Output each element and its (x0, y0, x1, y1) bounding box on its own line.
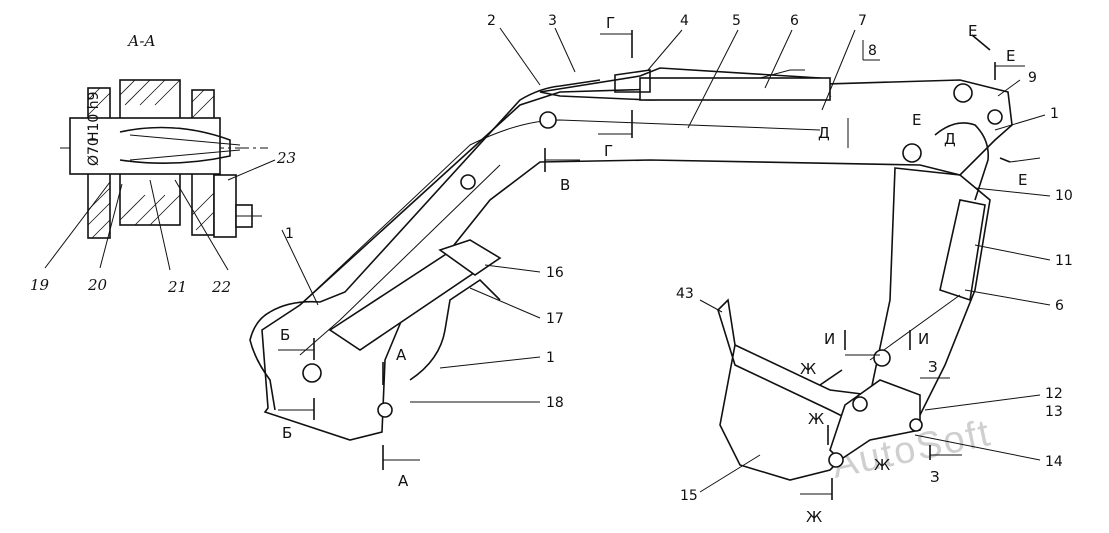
section-e-2: Е (1006, 47, 1015, 65)
section-marks: Г Г Е Е Е Е Д Д В Б Б А А (278, 14, 1041, 526)
boom-cylinder (539, 67, 832, 101)
callout-12: 12 (1045, 386, 1063, 402)
section-a-1: А (396, 346, 407, 364)
boom-assembly (261, 79, 1013, 441)
section-d-1: Д (818, 124, 830, 142)
callout-7: 7 (858, 13, 867, 29)
hydraulic-hose (249, 79, 990, 411)
section-g-top: Г (606, 14, 615, 32)
callout-16: 16 (546, 265, 564, 281)
detail-section-a-a: А-А Ø70 Н10 h9 (30, 32, 296, 296)
section-e-3: Е (912, 111, 921, 129)
section-i-2: И (918, 330, 929, 348)
lift-cylinder (328, 174, 502, 351)
callout-21: 21 (167, 278, 187, 296)
section-zh-2: Ж (808, 410, 824, 428)
section-z-2: З (930, 468, 940, 486)
callout-6b: 6 (1055, 298, 1064, 314)
section-d-2: Д (944, 130, 956, 148)
section-i-1: И (824, 330, 835, 348)
callout-19: 19 (30, 276, 50, 294)
section-b-1: Б (280, 326, 290, 344)
detail-title: А-А (127, 32, 156, 50)
callout-23: 23 (276, 149, 296, 167)
callout-43: 43 (676, 286, 694, 302)
callout-15: 15 (680, 488, 698, 504)
callout-3: 3 (548, 13, 557, 29)
callout-4: 4 (680, 13, 689, 29)
section-zh-1: Ж (800, 360, 816, 378)
callout-14: 14 (1045, 454, 1063, 470)
callout-5: 5 (732, 13, 741, 29)
section-e-4: Е (1018, 171, 1027, 189)
callout-8: 8 (868, 43, 877, 59)
bucket (717, 298, 923, 481)
callout-17: 17 (546, 311, 564, 327)
callout-9: 9 (1028, 70, 1037, 86)
callout-22: 22 (211, 278, 231, 296)
dim-label: Ø70 (86, 137, 102, 166)
section-v: В (560, 176, 570, 194)
section-z-1: З (928, 358, 938, 376)
section-b-2: Б (282, 424, 292, 442)
callout-1c: 1 (285, 226, 294, 242)
section-zh-4: Ж (806, 508, 822, 526)
callout-6: 6 (790, 13, 799, 29)
callout-1: 1 (1050, 106, 1059, 122)
callout-1b: 1 (546, 350, 555, 366)
dim-label: Н10 h9 (86, 91, 102, 142)
callout-13: 13 (1045, 404, 1063, 420)
callout-2: 2 (487, 13, 496, 29)
callout-11: 11 (1055, 253, 1073, 269)
section-a-2: А (398, 472, 409, 490)
section-g-bottom: Г (604, 142, 613, 160)
section-e-1: Е (968, 22, 977, 40)
section-zh-3: Ж (874, 456, 890, 474)
callout-layer: 2 3 4 5 6 7 8 9 1 10 11 6 16 17 1 18 43 … (281, 13, 1073, 504)
callout-20: 20 (87, 276, 108, 294)
callout-10: 10 (1055, 188, 1073, 204)
stick-arm (869, 167, 991, 431)
callout-18: 18 (546, 395, 564, 411)
